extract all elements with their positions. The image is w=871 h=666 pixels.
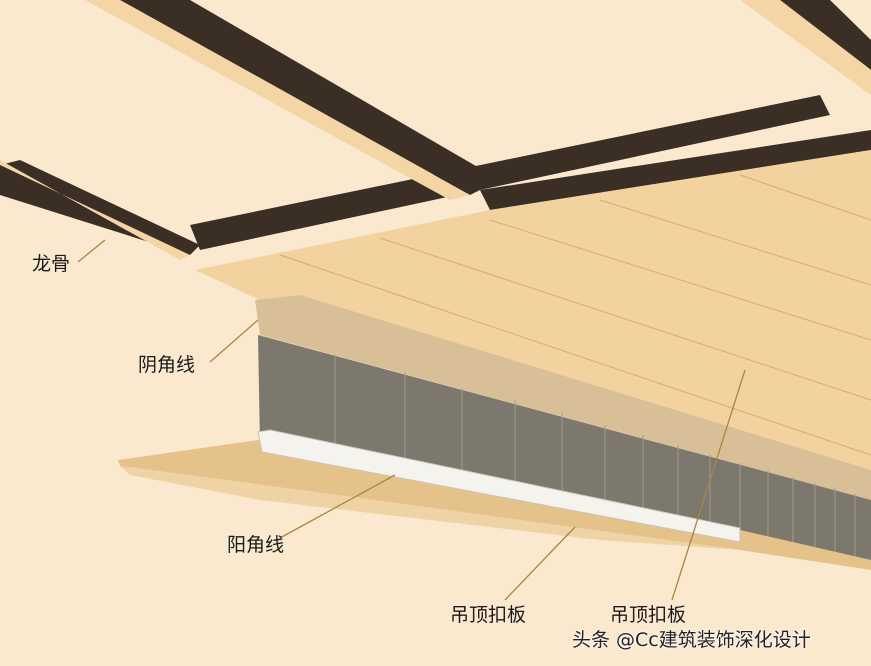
label-keel: 龙骨	[32, 253, 71, 275]
label-ceiling-panel-1: 吊顶扣板	[450, 604, 527, 626]
label-ceiling-panel-2: 吊顶扣板	[610, 604, 687, 626]
label-inner-corner-line: 阴角线	[138, 354, 196, 376]
watermark: 头条 @Cc建筑装饰深化设计	[572, 629, 811, 651]
label-outer-corner-line: 阳角线	[227, 534, 285, 556]
